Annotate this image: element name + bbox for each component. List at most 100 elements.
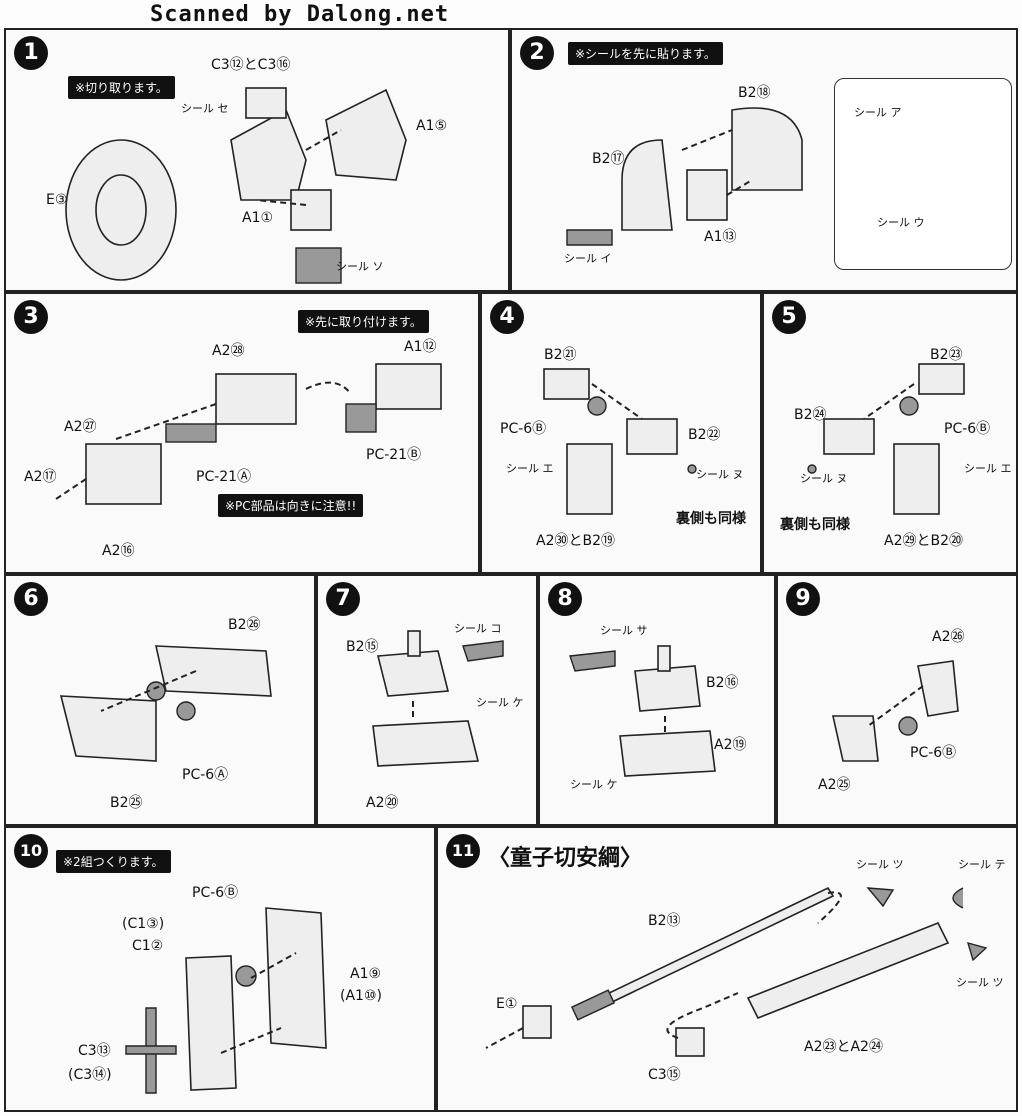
label-b2-13: B2⑬: [648, 913, 681, 929]
label-a2-28: A2㉘: [212, 343, 245, 359]
label-pc6a: PC-6Ⓐ: [182, 767, 229, 783]
cut-note: ※切り取ります。: [68, 76, 175, 99]
label-seal-ke: シール ケ: [476, 696, 524, 709]
step-5-diagram: [807, 363, 965, 515]
scan-credit: Scanned by Dalong.net: [150, 2, 450, 27]
label-a1-9: A1⑨: [350, 966, 382, 982]
label-back-same: 裏側も同様: [780, 517, 850, 533]
label-seal-ke: シール ケ: [570, 778, 618, 791]
pc-orientation-note: ※PC部品は向きに注意!!: [218, 494, 364, 517]
step-9-panel: 9 A2㉖ PC-6Ⓑ A2㉕: [776, 574, 1018, 826]
step-4-panel: 4 B2㉑ PC-6Ⓑ B2㉒ シール エ シール ヌ 裏側も同様 A2㉚とB2…: [480, 292, 762, 574]
label-pc6b: PC-6Ⓑ: [944, 421, 991, 437]
label-a1-12: A1⑫: [404, 339, 437, 355]
attach-first-note: ※先に取り付けます。: [298, 310, 429, 333]
step-7-panel: 7 B2⑮ シール コ シール ケ A2⑳: [316, 574, 538, 826]
label-c1-2: C1②: [132, 938, 164, 954]
label-a2-b2: A2㉚とB2⑲: [536, 533, 615, 549]
label-b2-21: B2㉑: [544, 347, 577, 363]
label-c3: C3⑫とC3⑯: [211, 57, 291, 73]
step-number: 4: [490, 300, 524, 334]
label-a1-10: (A1⑩): [340, 988, 382, 1004]
step-6-panel: 6 B2㉖ PC-6Ⓐ B2㉕: [4, 574, 316, 826]
label-seal-e: シール エ: [506, 462, 554, 475]
label-c1-3: (C1③): [122, 916, 165, 932]
label-c3-15: C3⑮: [648, 1067, 681, 1083]
label-seal-tsu-1: シール ツ: [856, 858, 904, 871]
label-a2-26: A2㉖: [932, 629, 965, 645]
step-number: 3: [14, 300, 48, 334]
label-pc21b: PC-21Ⓑ: [366, 447, 422, 463]
label-seal-se: シール セ: [181, 102, 229, 115]
detail-inset: [834, 78, 1012, 270]
label-b2-26: B2㉖: [228, 617, 261, 633]
label-a2-16: A2⑯: [102, 543, 135, 559]
step-10-panel: 10 ※2組つくります。 PC-6Ⓑ (C1③) C1② A1⑨ (A1⑩) C…: [4, 826, 436, 1112]
label-a2-20: A2⑳: [366, 795, 399, 811]
label-seal-u: シール ウ: [877, 216, 925, 229]
label-seal-te: シール テ: [958, 858, 1006, 871]
label-c3-14: (C3⑭): [68, 1067, 112, 1083]
label-a2-19: A2⑲: [714, 737, 747, 753]
step-1-diagram: [65, 87, 407, 284]
seal-first-note: ※シールを先に貼ります。: [568, 42, 723, 65]
step-number: 5: [772, 300, 806, 334]
step-number: 6: [14, 582, 48, 616]
label-seal-nu: シール ヌ: [800, 472, 848, 485]
label-e1: E①: [496, 996, 518, 1012]
label-a1-5: A1⑤: [416, 118, 448, 134]
step-5-panel: 5 B2㉓ B2㉔ PC-6Ⓑ シール ヌ シール エ 裏側も同様 A2㉙とB2…: [762, 292, 1018, 574]
label-a2-27: A2㉗: [64, 419, 97, 435]
label-b2-23: B2㉓: [930, 347, 963, 363]
label-seal-e: シール エ: [964, 462, 1012, 475]
label-a2-23-24: A2㉓とA2㉔: [804, 1039, 883, 1055]
label-seal-nu: シール ヌ: [696, 468, 744, 481]
step-7-diagram: [372, 630, 504, 767]
label-a2-b2: A2㉙とB2⑳: [884, 533, 963, 549]
label-pc6b: PC-6Ⓑ: [500, 421, 547, 437]
label-b2-15: B2⑮: [346, 639, 379, 655]
step-3-panel: 3 ※先に取り付けます。 ※PC部品は向きに注意!! A2㉘ A1⑫ A2㉗ P…: [4, 292, 480, 574]
label-a1-1: A1①: [242, 210, 274, 226]
step-number: 10: [14, 834, 48, 868]
label-b2-25: B2㉕: [110, 795, 143, 811]
label-c3-13: C3⑬: [78, 1043, 111, 1059]
label-seal-so: シール ソ: [336, 260, 384, 273]
step-9-diagram: [832, 660, 959, 762]
step-2-diagram: [566, 107, 803, 246]
label-a1-13: A1⑬: [704, 229, 737, 245]
step-10-diagram: [125, 907, 327, 1094]
label-a2-17: A2⑰: [24, 469, 57, 485]
label-pc21a: PC-21Ⓐ: [196, 469, 252, 485]
label-e3: E③: [46, 192, 68, 208]
label-pc6b: PC-6Ⓑ: [910, 745, 957, 761]
step-number: 8: [548, 582, 582, 616]
label-b2-16: B2⑯: [706, 675, 739, 691]
step-number: 7: [326, 582, 360, 616]
label-seal-tsu-2: シール ツ: [956, 976, 1004, 989]
step-11-diagram: [485, 886, 988, 1057]
step-2-panel: 2 ※シールを先に貼ります。 B2⑱ B2⑰ A1⑬ シール イ シール ア シ…: [510, 28, 1018, 292]
label-a2-25: A2㉕: [818, 777, 851, 793]
label-b2-22: B2㉒: [688, 427, 721, 443]
step-number: 2: [520, 36, 554, 70]
make-two-note: ※2組つくります。: [56, 850, 171, 873]
label-back-same: 裏側も同様: [676, 511, 746, 527]
label-pc6b: PC-6Ⓑ: [192, 885, 239, 901]
step-11-panel: 11 〈童子切安綱〉 シール ツ シール テ B2⑬ シール ツ E① A2㉓と…: [436, 826, 1018, 1112]
label-seal-a: シール ア: [854, 106, 902, 119]
label-seal-i: シール イ: [564, 252, 612, 265]
step-number: 9: [786, 582, 820, 616]
label-seal-sa: シール サ: [600, 624, 648, 637]
step-number: 11: [446, 834, 480, 868]
label-b2-24: B2㉔: [794, 407, 827, 423]
step-8-diagram: [569, 645, 716, 777]
step-11-title: 〈童子切安綱〉: [488, 846, 643, 871]
label-b2-18: B2⑱: [738, 85, 771, 101]
step-number: 1: [14, 36, 48, 70]
step-3-diagram: [55, 363, 442, 505]
step-1-panel: 1 ※切り取ります。 C3⑫とC3⑯ シール セ A1⑤ E③ A1① シール …: [4, 28, 510, 292]
step-8-panel: 8 シール サ B2⑯ シール ケ A2⑲: [538, 574, 776, 826]
step-6-diagram: [59, 645, 272, 762]
label-seal-ko: シール コ: [454, 622, 502, 635]
